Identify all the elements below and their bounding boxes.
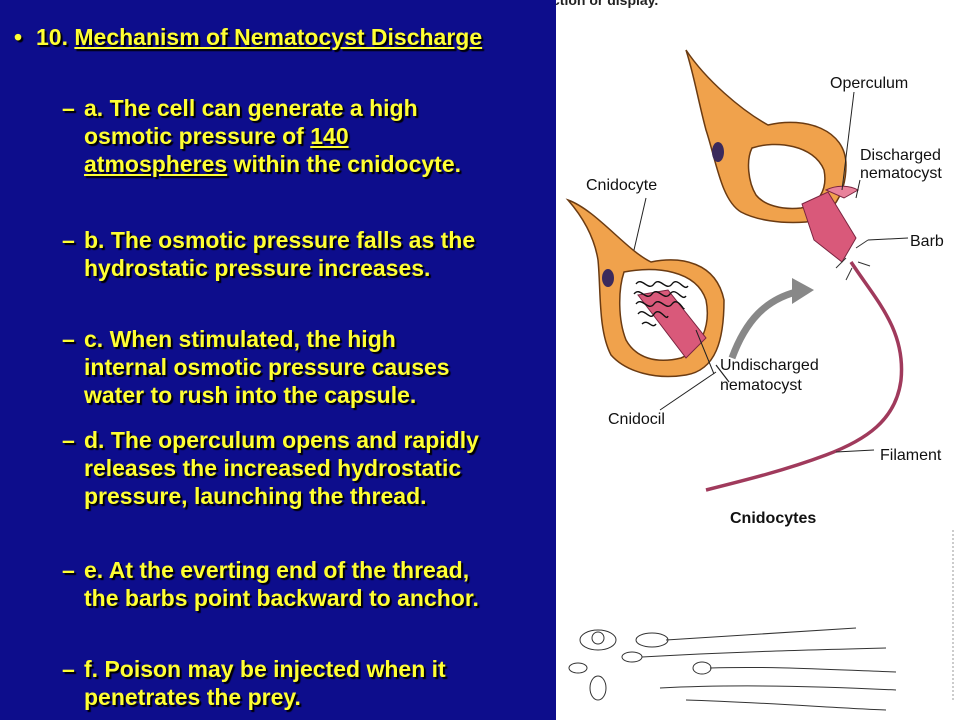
cnidocyte-illustration <box>565 49 954 711</box>
dash-icon: – <box>62 656 75 682</box>
item-a-text-2: within the cnidocyte. <box>227 151 462 177</box>
text-panel: • 10. Mechanism of Nematocyst Discharge … <box>0 0 556 720</box>
dash-icon: – <box>62 427 75 453</box>
dash-icon: – <box>62 557 75 583</box>
list-item-f: – f. Poison may be injected when it pene… <box>62 655 482 711</box>
slide-title: • 10. Mechanism of Nematocyst Discharge <box>14 23 484 51</box>
undischarged-nucleus <box>602 269 614 287</box>
item-b-text: b. The osmotic pressure falls as the hyd… <box>84 227 476 281</box>
barbs <box>835 239 871 281</box>
label-cnidocyte: Cnidocyte <box>586 177 658 194</box>
bottom-sketches <box>568 627 897 711</box>
label-cnidocil: Cnidocil <box>608 411 665 428</box>
label-discharged-2: nematocyst <box>860 165 942 182</box>
dash-icon: – <box>62 95 75 121</box>
list-item-b: – b. The osmotic pressure falls as the h… <box>62 226 482 282</box>
figure-title: Cnidocytes <box>730 510 817 527</box>
figure-panel: ction or display. Operculum Discharged n… <box>556 0 960 720</box>
dash-icon: – <box>62 227 75 253</box>
coiled-thread <box>633 281 689 327</box>
discharged-nucleus <box>712 142 724 162</box>
label-discharged-1: Discharged <box>860 147 941 164</box>
label-filament: Filament <box>880 447 942 464</box>
title-heading: Mechanism of Nematocyst Discharge <box>74 24 483 50</box>
transition-arrowhead <box>792 278 814 304</box>
item-d-text: d. The operculum opens and rapidly relea… <box>84 427 479 509</box>
list-item-a: – a. The cell can generate a high osmoti… <box>62 94 482 178</box>
item-a-underlined: 140 atmospheres <box>84 123 349 177</box>
label-barb: Barb <box>910 233 944 250</box>
list-item-d: – d. The operculum opens and rapidly rel… <box>62 426 482 510</box>
item-a-text-1: a. The cell can generate a high osmotic … <box>84 95 418 149</box>
list-item-e: – e. At the everting end of the thread, … <box>62 556 482 612</box>
item-e-text: e. At the everting end of the thread, th… <box>84 557 479 611</box>
title-text: 10. Mechanism of Nematocyst Discharge <box>36 23 484 51</box>
leader-lines <box>633 91 909 453</box>
bullet-icon: • <box>14 24 23 50</box>
label-undischarged-2: nematocyst <box>720 377 802 394</box>
label-undischarged-1: Undischarged <box>720 357 819 374</box>
dash-icon: – <box>62 326 75 352</box>
item-c-text: c. When stimulated, the high internal os… <box>84 326 450 408</box>
list-item-c: – c. When stimulated, the high internal … <box>62 325 482 409</box>
transition-arrow <box>728 288 797 360</box>
filament-thread <box>705 261 904 492</box>
title-number: 10. <box>36 24 68 50</box>
discharged-capsule-cavity <box>747 143 826 210</box>
figure-caption-fragment: ction or display. <box>556 0 659 8</box>
item-f-text: f. Poison may be injected when it penetr… <box>84 656 446 710</box>
discharged-nematocyst <box>801 191 857 263</box>
cnidocil-hair <box>715 364 730 383</box>
label-operculum: Operculum <box>830 75 909 92</box>
